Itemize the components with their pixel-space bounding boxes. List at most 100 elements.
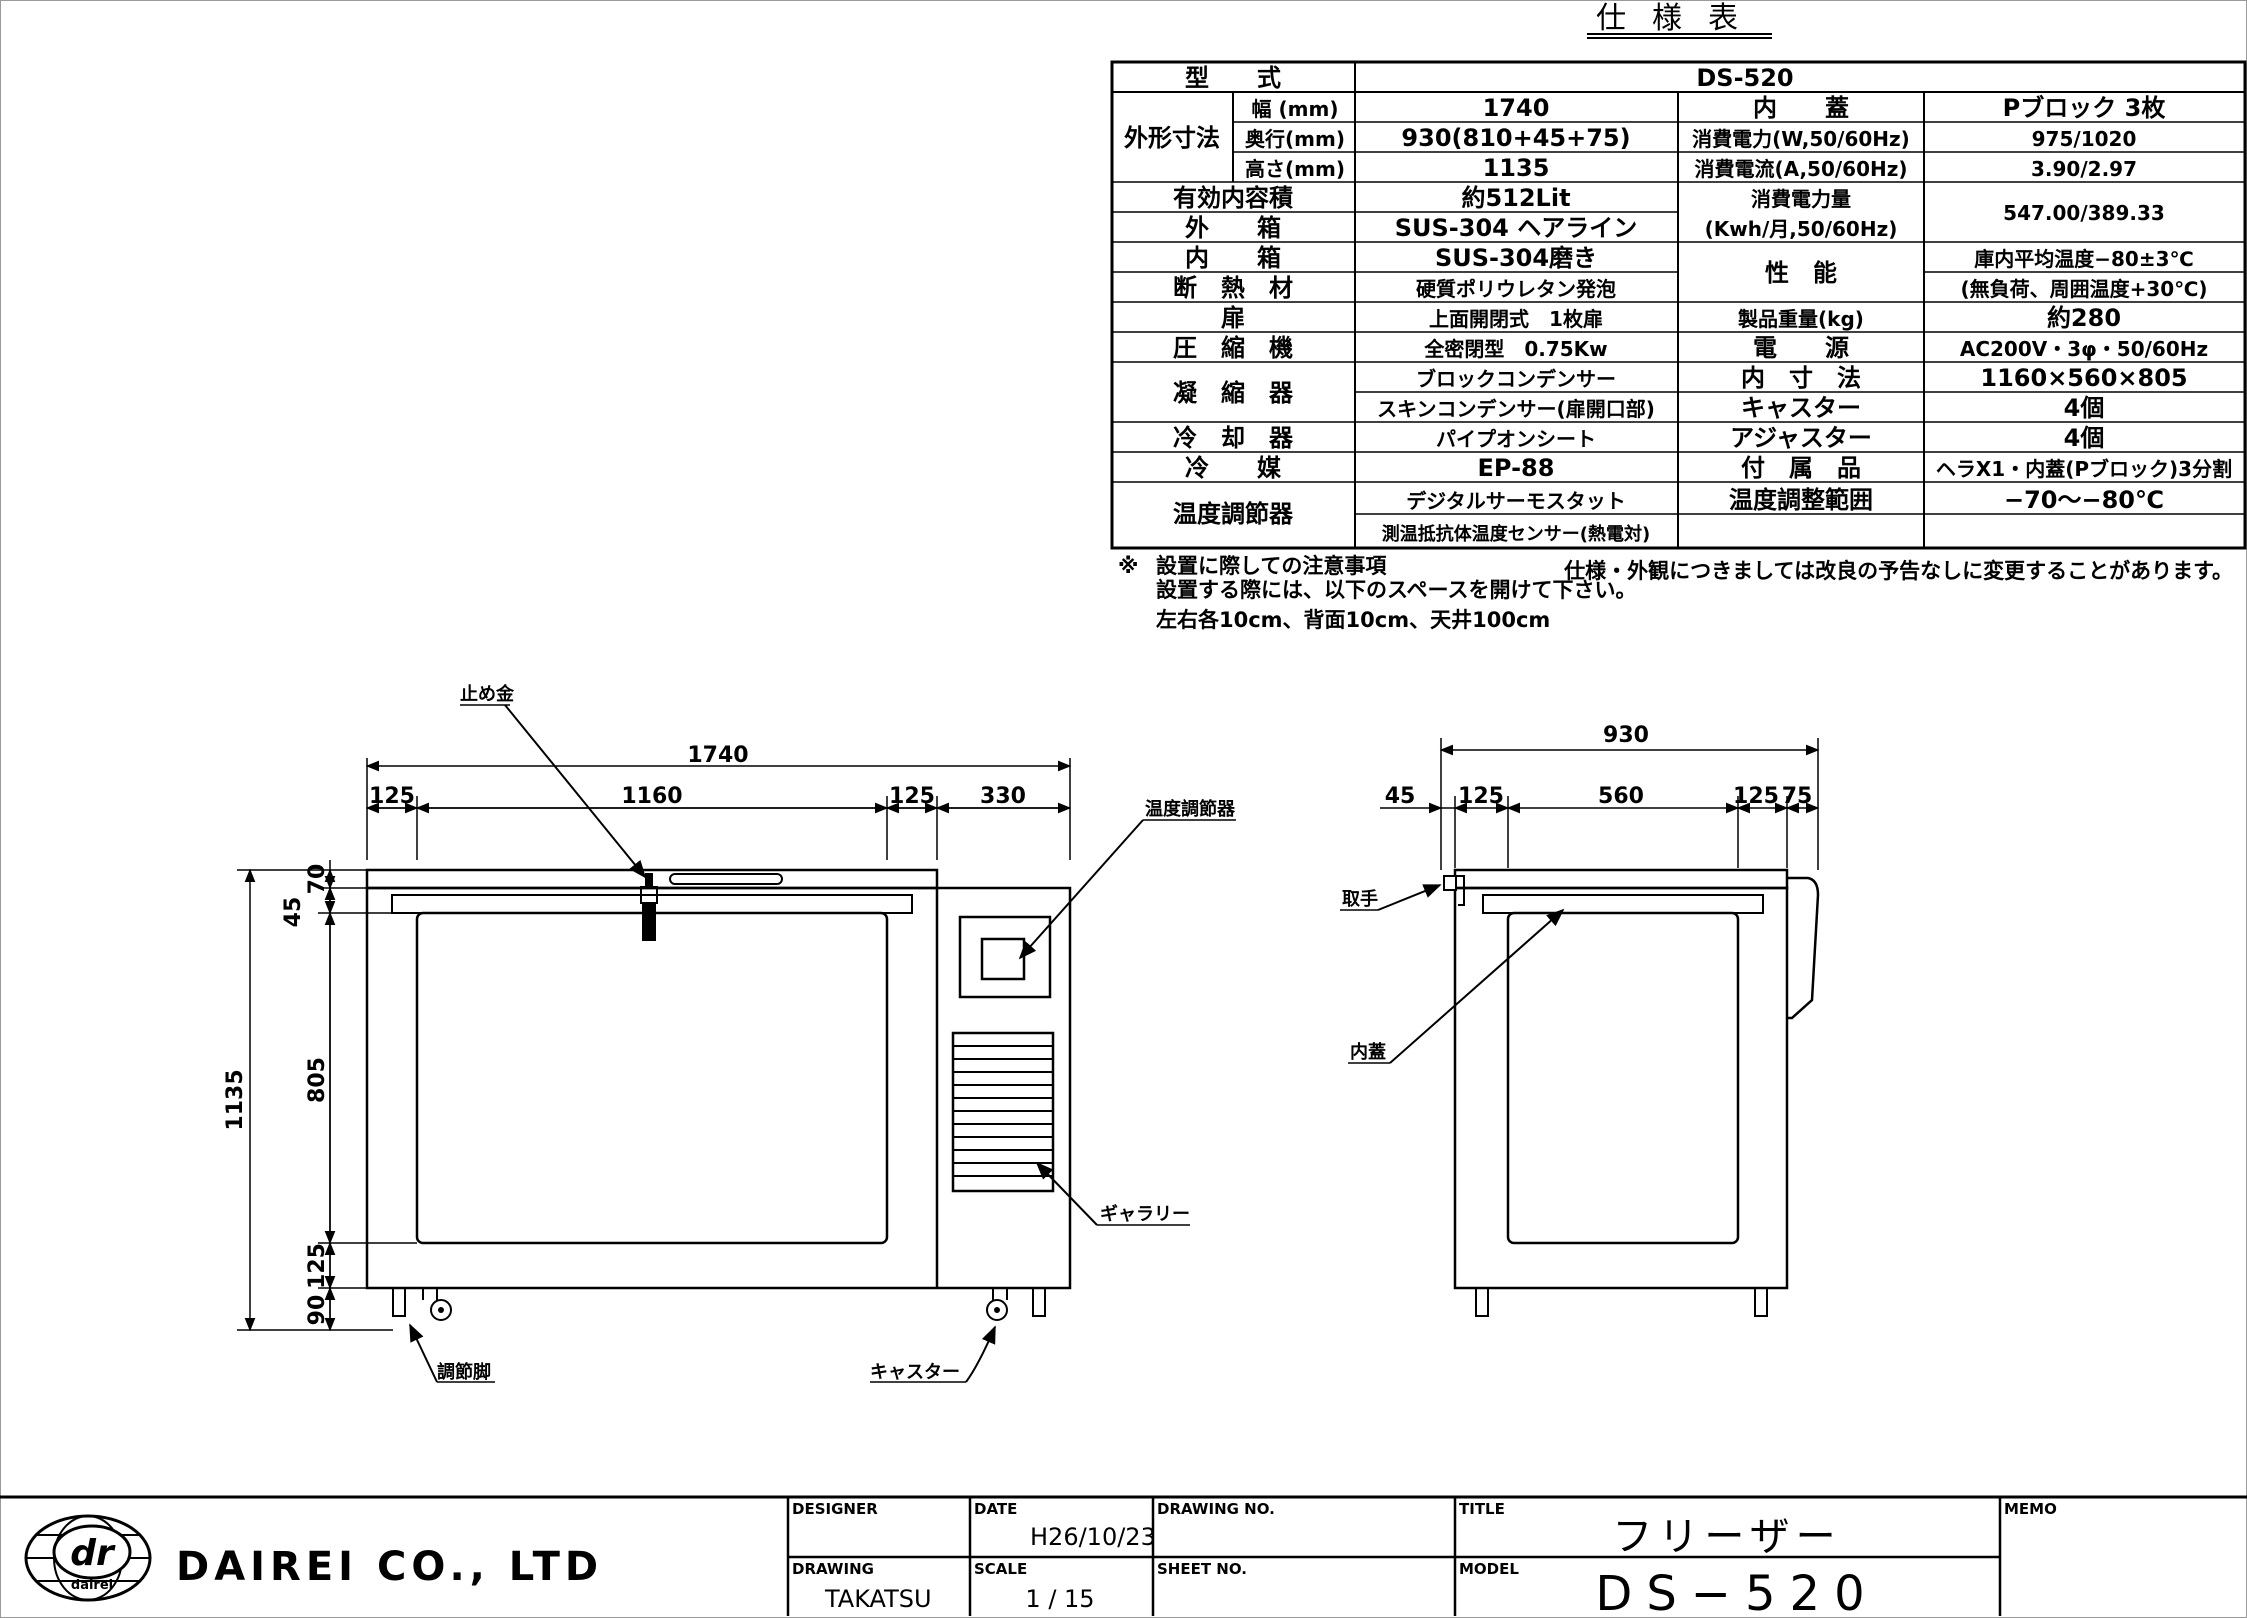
- handle-slot: [669, 873, 783, 885]
- side-dim-125a: 125: [1458, 784, 1504, 809]
- spec-label: 外 箱: [1185, 214, 1281, 242]
- side-back-unit: [1787, 876, 1820, 1020]
- spec-value: 上面開閉式 1枚扉: [1429, 307, 1603, 331]
- note-right: 仕様・外観につきましては改良の予告なしに変更することがあります。: [1563, 559, 2233, 583]
- spec-value-right: (無負荷、周囲温度+30℃): [1960, 277, 2207, 301]
- spec-value: デジタルサーモスタット: [1406, 489, 1626, 513]
- label-inner-lid: 内蓋: [1350, 1041, 1386, 1063]
- spec-table: 仕様表: [1110, 1, 2247, 632]
- spec-value-right: 4個: [2064, 424, 2105, 452]
- spec-label-right: 温度調整範囲: [1729, 486, 1873, 514]
- front-view: 1740 125 1160 125 330 1135 70 45 805 125…: [223, 683, 1236, 1383]
- spec-label: 有効内容積: [1173, 184, 1293, 212]
- logo-sub: dairei: [71, 1578, 113, 1593]
- side-inner-panel: [1506, 911, 1740, 1245]
- spec-label-right: 付 属 品: [1741, 454, 1861, 482]
- spec-label: 凝 縮 器: [1173, 379, 1294, 407]
- spec-label: 外形寸法: [1124, 124, 1220, 152]
- spec-value: 1740: [1483, 94, 1550, 122]
- spec-label: 冷 媒: [1185, 454, 1282, 482]
- spec-sublabel: 奥行(mm): [1245, 127, 1345, 151]
- label-adjuster: 調節脚: [437, 1361, 491, 1383]
- spec-value: 約512Lit: [1461, 184, 1570, 212]
- dim-width-total: 1740: [687, 743, 748, 768]
- date-value: H26/10/23: [1030, 1523, 1156, 1551]
- date-header: DATE: [974, 1500, 1017, 1518]
- spec-value: パイプオンシート: [1436, 427, 1596, 451]
- company-logo-icon: dr dairei: [24, 1514, 152, 1602]
- spec-value-right: Pブロック 3枚: [2003, 94, 2166, 122]
- side-lid: [1453, 868, 1789, 890]
- spec-value-right: 975/1020: [2032, 127, 2137, 151]
- dim-45: 45: [281, 897, 306, 928]
- label-handle: 取手: [1342, 888, 1378, 910]
- side-dim-125b: 125: [1733, 784, 1779, 809]
- caster: [986, 1299, 1008, 1321]
- note-line-2: 設置する際には、以下のスペースを開けて下さい。: [1156, 578, 1636, 602]
- spec-label-right: アジャスター: [1730, 424, 1872, 452]
- spec-value-right: 庫内平均温度−80±3℃: [1974, 247, 2193, 271]
- dim-125: 125: [305, 1243, 330, 1289]
- adjuster-foot: [1032, 1287, 1046, 1317]
- scale-header: SCALE: [974, 1560, 1027, 1578]
- spec-label-right: 製品重量(kg): [1738, 307, 1864, 331]
- spec-value: 930(810+45+75): [1401, 124, 1630, 152]
- company-name: DAIREI CO., LTD: [176, 1544, 603, 1590]
- spec-label-right: 消費電流(A,50/60Hz): [1694, 157, 1907, 181]
- spec-value-right: 547.00/389.33: [2003, 201, 2165, 225]
- side-handle: [1443, 875, 1457, 891]
- title-block: dr dairei DAIREI CO., LTD DESIGNER DATE …: [0, 1495, 2247, 1618]
- model-value: DS−520: [1595, 1566, 1878, 1618]
- spec-value: 測温抵抗体温度センサー(熱電対): [1382, 523, 1650, 545]
- dim-a: 125: [369, 784, 415, 809]
- label-gallery: ギャラリー: [1100, 1204, 1190, 1225]
- sheet-no-header: SHEET NO.: [1157, 1560, 1247, 1578]
- dim-c: 125: [889, 784, 935, 809]
- spec-value: スキンコンデンサー(扉開口部): [1377, 397, 1655, 421]
- side-body: [1453, 886, 1789, 1290]
- adjuster-foot: [392, 1287, 406, 1317]
- side-dim-75: 75: [1782, 784, 1813, 809]
- spec-label-right: 電 源: [1753, 334, 1849, 362]
- spec-label: 扉: [1221, 304, 1245, 332]
- spec-value: 硬質ポリウレタン発泡: [1416, 277, 1616, 301]
- spec-label: 内 箱: [1185, 244, 1281, 272]
- spec-label: 温度調節器: [1173, 500, 1294, 528]
- latch-clasp: [642, 903, 656, 941]
- spec-value-right: ヘラX1・内蓋(Pブロック)3分割: [1936, 457, 2232, 481]
- dim-d: 330: [980, 784, 1026, 809]
- caster: [430, 1299, 452, 1321]
- side-dim-560: 560: [1598, 784, 1644, 809]
- note-mark: ※: [1118, 554, 1138, 578]
- spec-value-right: 4個: [2064, 394, 2105, 422]
- dim-70: 70: [305, 864, 330, 895]
- dim-b: 1160: [621, 784, 682, 809]
- spec-label-right: 性 能: [1765, 259, 1837, 287]
- side-view: 930 45 125 560 125 75 取手 内蓋: [1340, 723, 1820, 1317]
- spec-title: 仕様表: [1596, 1, 1764, 36]
- spec-label-right: (Kwh/月,50/60Hz): [1705, 217, 1898, 241]
- spec-value: 1135: [1483, 154, 1550, 182]
- dim-805: 805: [305, 1057, 330, 1103]
- spec-value-right: 3.90/2.97: [2031, 157, 2137, 181]
- drawing-header: DRAWING: [792, 1560, 874, 1578]
- spec-label: 圧 縮 機: [1173, 334, 1293, 362]
- model-header: MODEL: [1459, 1560, 1519, 1578]
- spec-sublabel: 幅 (mm): [1252, 97, 1339, 121]
- spec-value-right: −70〜−80℃: [2004, 486, 2164, 514]
- thermostat-box: [958, 915, 1052, 999]
- title-value: フリーザー: [1612, 1514, 1841, 1560]
- memo-header: MEMO: [2004, 1500, 2057, 1518]
- spec-label-right: 消費電力(W,50/60Hz): [1692, 127, 1910, 151]
- note-line-3: 左右各10cm、背面10cm、天井100cm: [1156, 608, 1550, 632]
- spec-label-right: 内 寸 法: [1741, 364, 1861, 392]
- spec-label-right: 消費電力量: [1751, 187, 1851, 211]
- drawing-value: TAKATSU: [824, 1585, 932, 1613]
- title-header: TITLE: [1459, 1500, 1505, 1518]
- label-latch: 止め金: [460, 683, 515, 705]
- spec-value-right: 約280: [2047, 304, 2121, 332]
- spec-value-model: DS-520: [1696, 64, 1793, 92]
- latch: [645, 873, 653, 887]
- side-dim-total: 930: [1603, 723, 1649, 748]
